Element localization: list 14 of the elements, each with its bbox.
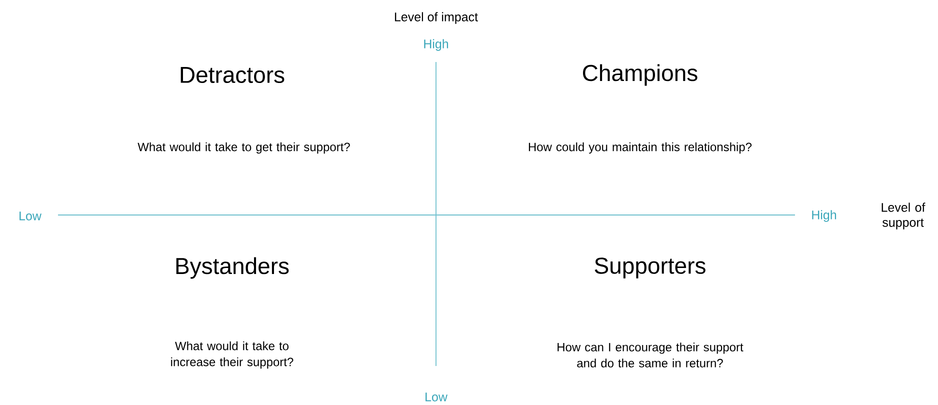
quadrant-heading: Bystanders [176, 257, 289, 279]
axis-end-label: Low [20, 212, 42, 220]
quadrant-question: How could you maintain this relationship? [528, 142, 752, 154]
quadrant-heading: Champions [583, 64, 698, 86]
quadrant-question: What would it take to increase their support? [171, 341, 294, 369]
axis-end-label: Low [426, 392, 448, 402]
axis-label: Level of impact [395, 12, 478, 24]
axis-end-label: High [812, 210, 836, 222]
axis-end-label: High [424, 39, 448, 51]
quadrant-question: How can I encourage their support and do the same in return? [558, 342, 744, 368]
quadrant-heading: Supporters [594, 258, 706, 278]
quadrant-heading: Detractors [180, 66, 284, 84]
quadrant-question: What would it take to get their support? [138, 142, 350, 154]
axis-label: Level of support [882, 202, 926, 230]
